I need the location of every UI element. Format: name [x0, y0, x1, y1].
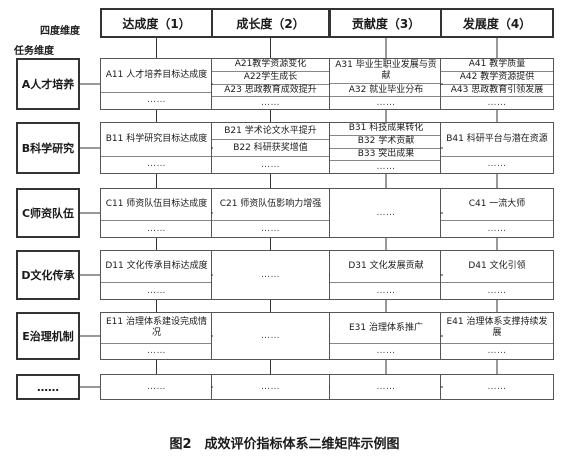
- matrix-cell: C11 师资队伍目标达成度……: [100, 188, 213, 238]
- row-header: D文化传承: [16, 250, 80, 300]
- ellipsis-placeholder: ……: [261, 330, 280, 341]
- ellipsis-placeholder: ……: [487, 223, 507, 234]
- ellipsis-placeholder: ……: [487, 346, 507, 356]
- ellipsis-placeholder: ……: [261, 97, 280, 108]
- ellipsis-placeholder: ……: [376, 161, 396, 172]
- row-header: C师资队伍: [16, 188, 80, 238]
- indicator-item: A42 教学资源提供: [441, 72, 553, 85]
- ellipsis-placeholder: ……: [487, 381, 507, 392]
- indicator-item: E41 治理体系支撑持续发展: [441, 313, 553, 344]
- ellipsis-placeholder: ……: [487, 159, 507, 170]
- matrix-cell: ……: [211, 250, 330, 300]
- matrix-cell: ……: [329, 374, 443, 400]
- ellipsis-placeholder: ……: [261, 381, 280, 392]
- indicator-item: A21教学资源变化: [212, 59, 329, 72]
- indicator-item: A22学生成长: [212, 72, 329, 85]
- indicator-item: C41 一流大师: [441, 189, 553, 222]
- task-axis-label: 任务维度: [14, 46, 54, 57]
- ellipsis-placeholder: ……: [261, 269, 280, 280]
- indicator-item: D41 文化引领: [441, 251, 553, 284]
- indicator-item: B32 学术贡献: [330, 136, 442, 149]
- ellipsis-placeholder: ……: [376, 285, 396, 296]
- column-header: 达成度（1）: [100, 8, 213, 38]
- indicator-item: B33 突出成果: [330, 149, 442, 162]
- matrix-cell: E41 治理体系支撑持续发展 ……: [440, 312, 554, 360]
- matrix-cell: ……: [329, 188, 443, 238]
- ellipsis-placeholder: ……: [376, 346, 396, 356]
- matrix-cell: B11 科学研究目标达成度 ……: [100, 122, 213, 174]
- indicator-item: B11 科学研究目标达成度: [101, 123, 212, 157]
- column-header: 贡献度（3）: [329, 8, 443, 38]
- ellipsis-placeholder: ……: [487, 97, 507, 108]
- ellipsis-placeholder: ……: [261, 159, 280, 170]
- indicator-item: A32 就业毕业分布: [330, 84, 442, 97]
- ellipsis-placeholder: ……: [376, 207, 396, 218]
- row-header: A人才培养: [16, 58, 80, 110]
- indicator-item: B21 学术论文水平提升: [212, 123, 329, 140]
- row-header: B科学研究: [16, 122, 80, 174]
- matrix-cell: ……: [211, 374, 330, 400]
- matrix-cell: E31 治理体系推广 ……: [329, 312, 443, 360]
- indicator-item: D31 文化发展贡献: [330, 251, 442, 284]
- ellipsis-placeholder: ……: [261, 223, 280, 234]
- column-header: 发展度（4）: [440, 8, 554, 38]
- ellipsis-placeholder: ……: [147, 285, 166, 296]
- indicator-item: C11 师资队伍目标达成度: [101, 189, 212, 222]
- ellipsis-placeholder: ……: [147, 95, 166, 106]
- indicator-item: A11 人才培养目标达成度: [101, 59, 212, 93]
- indicator-item: D11 文化传承目标达成度: [101, 251, 212, 284]
- matrix-cell: C21 师资队伍影响力增强……: [211, 188, 330, 238]
- row-header: E治理机制: [16, 312, 80, 360]
- indicator-item: C21 师资队伍影响力增强: [212, 189, 329, 222]
- indicator-item: E31 治理体系推广: [330, 313, 442, 344]
- matrix-cell: C41 一流大师……: [440, 188, 554, 238]
- matrix-cell: B41 科研平台与潜在资源 ……: [440, 122, 554, 174]
- matrix-cell: D31 文化发展贡献……: [329, 250, 443, 300]
- indicator-item: E11 治理体系建设完成情况: [101, 313, 212, 344]
- ellipsis-placeholder: ……: [147, 381, 166, 392]
- ellipsis-placeholder: ……: [147, 346, 166, 356]
- indicator-item: A43 思政教育引领发展: [441, 85, 553, 98]
- indicator-item: A41 教学质量: [441, 59, 553, 72]
- indicator-item: B31 科技成果转化: [330, 123, 442, 136]
- row-header: ……: [16, 374, 80, 400]
- matrix-cell: D11 文化传承目标达成度……: [100, 250, 213, 300]
- matrix-cell: ……: [100, 374, 213, 400]
- indicator-item: A23 思政教育成效提升: [212, 85, 329, 98]
- ellipsis-placeholder: ……: [147, 223, 166, 234]
- ellipsis-placeholder: ……: [376, 97, 396, 108]
- indicator-item: A31 毕业生职业发展与贡献: [330, 59, 442, 84]
- ellipsis-placeholder: ……: [487, 285, 507, 296]
- indicator-item: B22 科研获奖增值: [212, 140, 329, 157]
- dimension-axis-label: 四度维度: [40, 26, 80, 37]
- matrix-cell: ……: [211, 312, 330, 360]
- figure-caption: 图2 成效评价指标体系二维矩阵示例图: [169, 437, 400, 452]
- indicator-item: B41 科研平台与潜在资源: [441, 123, 553, 157]
- ellipsis-placeholder: ……: [376, 381, 396, 392]
- ellipsis-placeholder: ……: [147, 159, 166, 170]
- matrix-cell: A11 人才培养目标达成度 ……: [100, 58, 213, 110]
- matrix-cell: D41 文化引领……: [440, 250, 554, 300]
